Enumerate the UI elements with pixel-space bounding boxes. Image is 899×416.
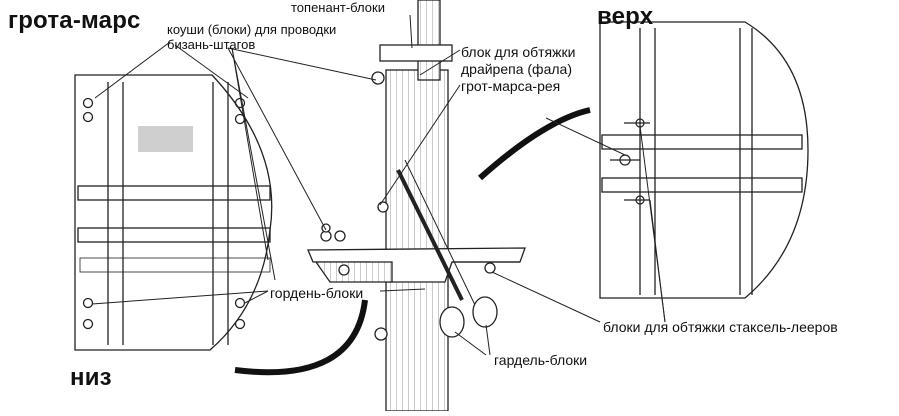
label-gorden-blocks: гордень-блоки xyxy=(270,285,364,301)
bottom-view-arrow xyxy=(234,299,368,376)
label-yard: грот-марса-рея xyxy=(461,78,561,94)
label-tie-block-line2: драйрепа (фала) xyxy=(461,61,572,77)
title-main-top: грота-марс xyxy=(8,7,141,34)
label-gardel-blocks: гардель-блоки xyxy=(494,352,588,368)
leader-lines xyxy=(91,14,666,356)
bottom-view-platform xyxy=(74,74,273,351)
label-stay-blocks: блоки для обтяжки стаксель-лееров xyxy=(603,319,838,335)
mast xyxy=(307,0,526,412)
label-tie-block-line1: блок для обтяжки xyxy=(461,44,576,60)
title-bottom-view: низ xyxy=(70,364,112,391)
label-thimbles-line1: коуши (блоки) для проводки xyxy=(167,22,337,37)
title-top-view: верх xyxy=(597,3,654,30)
label-thimbles-line2: бизань-штагов xyxy=(167,37,256,52)
top-view-arrow xyxy=(478,107,591,181)
top-view-platform xyxy=(599,21,809,299)
label-topenant-blocks: топенант-блоки xyxy=(291,0,385,15)
